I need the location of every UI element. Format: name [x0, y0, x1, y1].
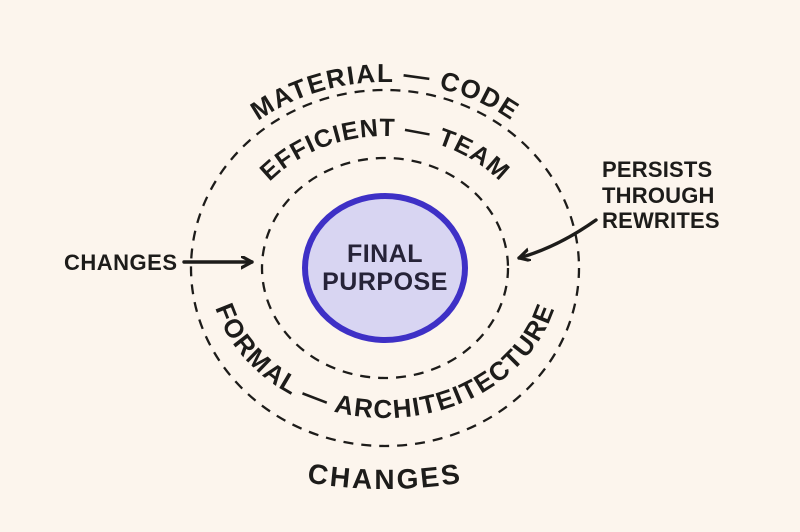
- changes-bottom-label-text: CHANGES: [304, 456, 464, 497]
- middle-dashed-circle: [260, 156, 510, 380]
- changes-left-label: CHANGES: [64, 250, 178, 275]
- curved-arrow-icon: [517, 218, 598, 258]
- persists-through-rewrites-label: PERSISTS THROUGH REWRITES: [602, 157, 720, 234]
- final-purpose-circle: [302, 193, 468, 343]
- ring-label-efficient-team-text: EFFICIENT — TEAM: [253, 112, 516, 188]
- ring-label-efficient-team: EFFICIENT — TEAM: [255, 114, 515, 186]
- outer-dashed-circle: [189, 88, 581, 448]
- changes-bottom-label: CHANGES: [306, 458, 465, 495]
- final-purpose-label: FINAL PURPOSE: [322, 240, 448, 296]
